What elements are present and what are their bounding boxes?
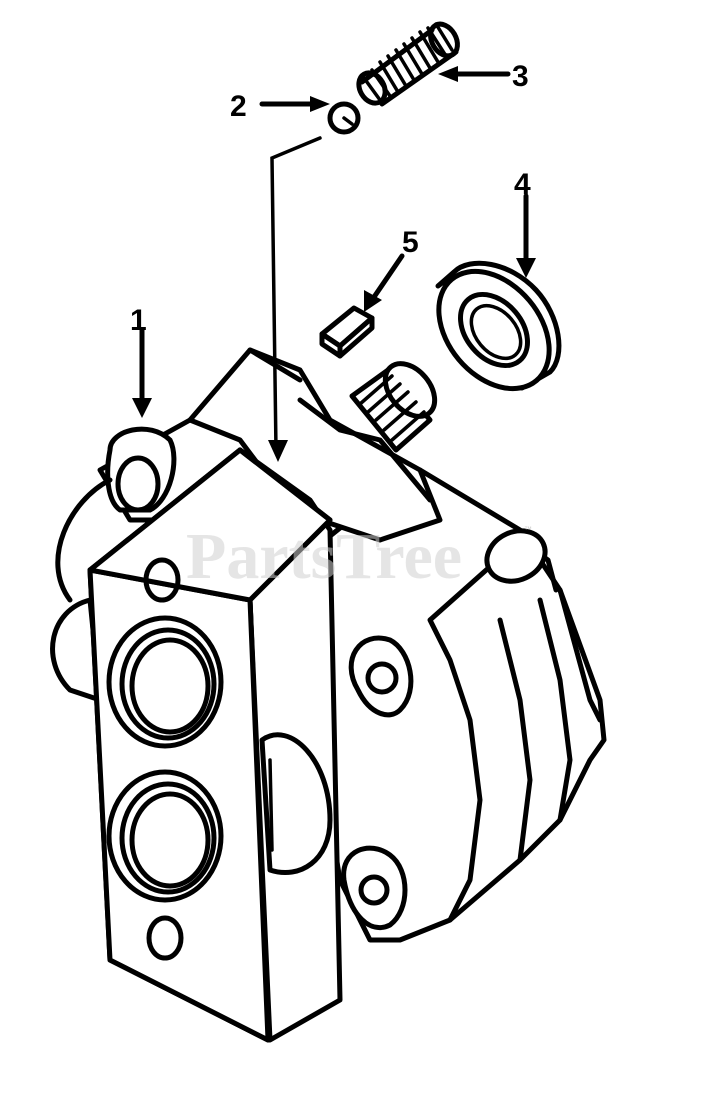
callout-3: 3 bbox=[512, 60, 529, 93]
bolt-hole-top bbox=[143, 557, 181, 603]
rear-housing bbox=[297, 467, 607, 943]
callouts: 1 2 3 4 5 bbox=[130, 60, 531, 337]
left-lobe bbox=[50, 597, 103, 703]
callout-1: 1 bbox=[130, 304, 147, 337]
leader-lines bbox=[132, 66, 536, 462]
watermark-tm: ™ bbox=[524, 525, 532, 534]
part-2-ball bbox=[327, 101, 361, 135]
bolt-hole-bottom bbox=[146, 915, 184, 961]
side-boss bbox=[259, 732, 333, 876]
part-5-key bbox=[319, 305, 375, 359]
part-4-seal bbox=[435, 260, 562, 392]
callout-4: 4 bbox=[514, 168, 531, 201]
upper-port bbox=[106, 615, 224, 749]
part-1-pump-body bbox=[50, 347, 607, 1043]
callout-2: 2 bbox=[230, 90, 247, 123]
front-plate bbox=[87, 447, 333, 1043]
callout-5: 5 bbox=[402, 226, 419, 259]
pump-shaft bbox=[349, 361, 438, 453]
watermark: PartsTree ™ bbox=[186, 520, 532, 593]
part-3-spring bbox=[356, 21, 460, 107]
watermark-text: PartsTree bbox=[186, 520, 462, 593]
lower-port bbox=[106, 769, 224, 903]
